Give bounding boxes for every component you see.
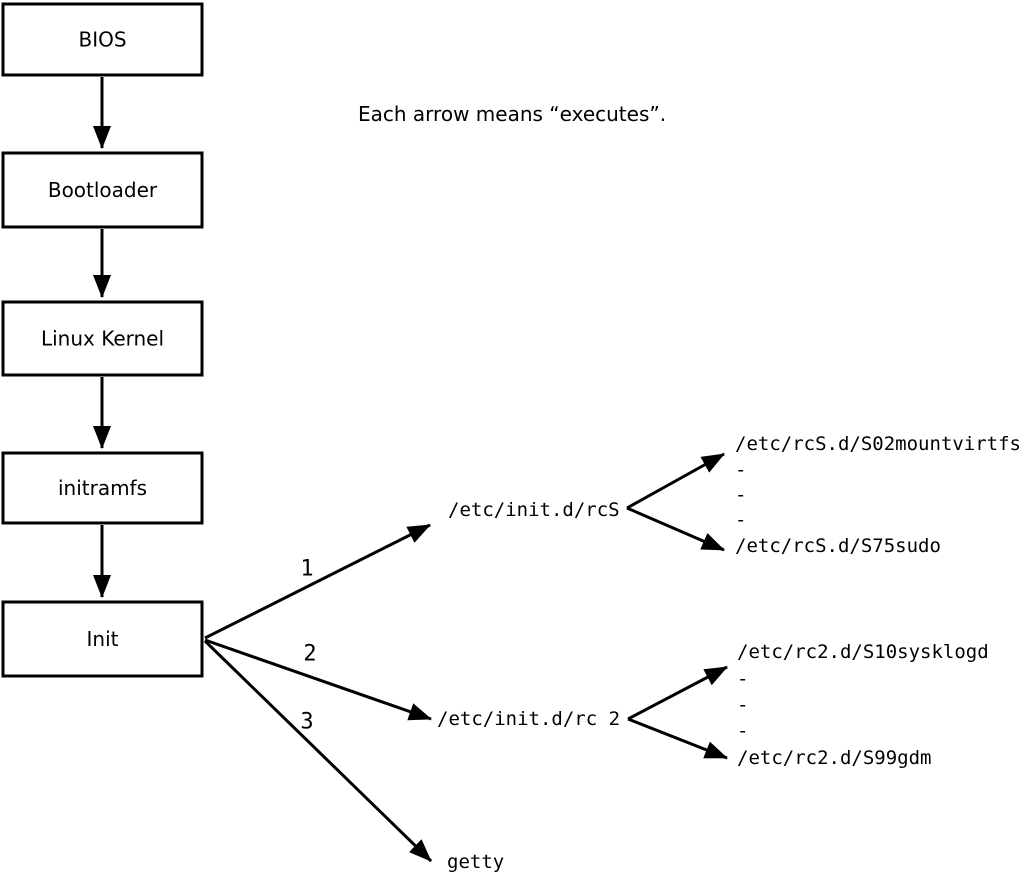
rc2-script-ellipsis: -: [737, 694, 748, 716]
executes-arrow-init-rcS: [204, 523, 431, 640]
executes-arrow-init-rc2: [204, 638, 432, 721]
init-box-label: Init: [87, 627, 119, 651]
rcS-script-ellipsis: -: [735, 484, 746, 506]
initramfs-box: initramfs: [1, 451, 204, 525]
bios-box: BIOS: [1, 2, 204, 77]
rc2-script-ellipsis: -: [737, 720, 748, 742]
rcS-script-ellipsis: -: [735, 509, 746, 531]
legend-note: Each arrow means “executes”.: [358, 102, 666, 126]
rc2-path-label: /etc/init.d/rc 2: [437, 708, 620, 730]
rc2-script-last: /etc/rc2.d/S99gdm: [737, 747, 931, 769]
executes-arrow-rcS-first-script: [626, 452, 725, 510]
rc2-script-ellipsis: -: [737, 668, 748, 690]
bios-box-label: BIOS: [78, 28, 126, 52]
executes-arrow-init-getty: [203, 639, 433, 863]
getty-label: getty: [447, 851, 504, 873]
rcS-script-first: /etc/rcS.d/S02mountvirtfs: [735, 433, 1021, 455]
rc2-script-first: /etc/rc2.d/S10sysklogd: [737, 641, 989, 663]
branch-order-2: 2: [303, 642, 316, 667]
rcS-script-last: /etc/rcS.d/S75sudo: [735, 535, 941, 557]
executes-arrow-rcS-last-script: [626, 506, 725, 552]
rcS-path-label: /etc/init.d/rcS: [448, 499, 620, 521]
rcS-script-ellipsis: -: [735, 459, 746, 481]
bootloader-box-label: Bootloader: [48, 178, 158, 202]
branch-order-3: 3: [300, 710, 313, 735]
executes-arrow-rc2-first-script: [627, 665, 728, 721]
executes-arrow-rc2-last-script: [627, 717, 728, 760]
branch-order-1: 1: [300, 557, 313, 582]
bootloader-box: Bootloader: [1, 151, 204, 229]
initramfs-box-label: initramfs: [58, 476, 147, 500]
linux-kernel-box-label: Linux Kernel: [41, 327, 164, 351]
init-box: Init: [1, 600, 204, 678]
linux-kernel-box: Linux Kernel: [1, 300, 204, 377]
